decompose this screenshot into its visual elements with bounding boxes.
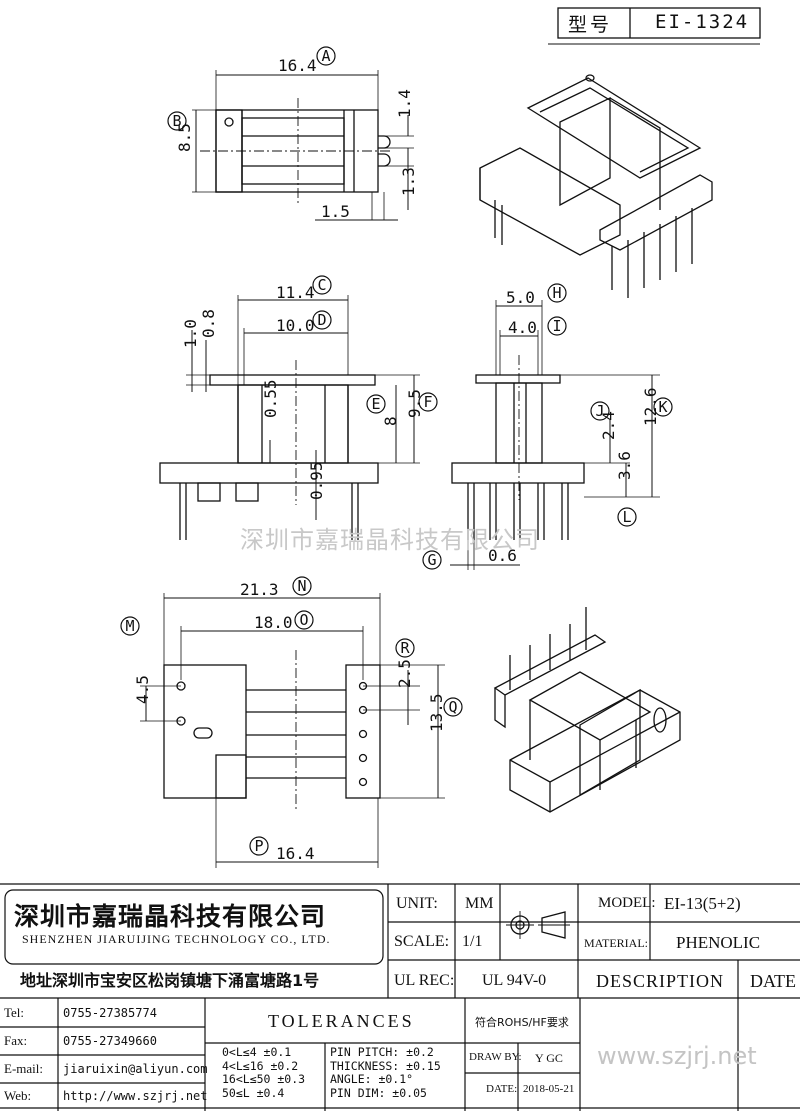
dim-side-4-0: 4.0: [508, 318, 537, 337]
dim-side-3-6: 3.6: [615, 451, 634, 480]
callout-f: F: [423, 393, 432, 411]
material-value: PHENOLIC: [676, 933, 761, 952]
tel-label: Tel:: [4, 1005, 25, 1020]
ulrec-label: UL REC:: [394, 972, 455, 989]
dim-bottom-21-3: 21.3: [240, 580, 279, 599]
web-label: Web:: [4, 1088, 32, 1103]
dim-top-height: 8.5: [175, 123, 194, 152]
callout-q: Q: [448, 698, 457, 716]
date-value: 2018-05-21: [523, 1083, 575, 1095]
callout-p: P: [254, 837, 263, 855]
tolerance-pin-row: PIN DIM: ±0.05: [330, 1085, 427, 1100]
tolerance-ranges: 0<L≤4 ±0.1 4<L≤16 ±0.2 16<L≤50 ±0.3 50≤L…: [222, 1045, 306, 1100]
fax-label: Fax:: [4, 1033, 28, 1048]
top-view: [192, 70, 414, 221]
date-row-label: DATE:: [486, 1083, 518, 1095]
bottom-view: [140, 593, 445, 868]
tolerances-title: TOLERANCES: [268, 1011, 415, 1031]
company-name-cn: 深圳市嘉瑞晶科技有限公司: [14, 902, 327, 931]
company-address: 地址深圳市宝安区松岗镇塘下涌富塘路1号: [20, 971, 320, 990]
dim-top-1-4: 1.4: [395, 89, 414, 118]
tolerance-pins: PIN PITCH: ±0.2 THICKNESS: ±0.15 ANGLE: …: [330, 1045, 441, 1100]
site-url-watermark: www.szjrj.net: [597, 1042, 757, 1070]
projection-symbol-icon: [506, 911, 570, 939]
tolerance-pin-row: THICKNESS: ±0.15: [330, 1058, 441, 1073]
callout-a: A: [321, 47, 330, 65]
dim-front-1-0: 1.0: [181, 319, 200, 348]
web-value[interactable]: http://www.szjrj.net: [63, 1089, 208, 1103]
callout-h: H: [552, 284, 561, 302]
scale-value: 1/1: [462, 933, 483, 950]
dim-front-0-55: 0.55: [261, 379, 280, 418]
company-name-en: SHENZHEN JIARUIJING TECHNOLOGY CO., LTD.: [22, 932, 331, 946]
dim-bottom-4-5: 4.5: [133, 675, 152, 704]
tel-value: 0755-27385774: [63, 1006, 157, 1020]
tolerance-row: 4<L≤16 ±0.2: [222, 1058, 299, 1073]
fax-value: 0755-27349660: [63, 1034, 157, 1048]
title-block-grid: [0, 883, 800, 1111]
unit-value: MM: [465, 895, 494, 912]
front-view: [159, 295, 420, 540]
callout-g: G: [427, 551, 436, 569]
tolerance-row: 50≤L ±0.4: [222, 1085, 285, 1100]
scale-label: SCALE:: [394, 933, 450, 950]
dim-top-1-3: 1.3: [399, 167, 418, 196]
callout-l: L: [622, 508, 631, 526]
iso-view-bottom: [493, 607, 681, 813]
callout-m: M: [125, 617, 134, 635]
dim-front-0-8: 0.8: [199, 309, 218, 338]
dim-front-10-0: 10.0: [276, 316, 315, 335]
callout-i: I: [552, 317, 561, 335]
dim-side-2-4: 2.4: [599, 411, 618, 440]
dim-bottom-18-0: 18.0: [254, 613, 293, 632]
model-header-box: [548, 7, 761, 45]
side-view: [450, 300, 660, 570]
dim-top-width: 16.4: [278, 56, 317, 75]
callout-e: E: [371, 395, 380, 413]
tolerance-row: 16<L≤50 ±0.3: [222, 1072, 306, 1086]
rohs-note: 符合ROHS/HF要求: [475, 1016, 569, 1029]
dim-side-5-0: 5.0: [506, 288, 535, 307]
callout-d: D: [317, 311, 326, 329]
watermark: 深圳市嘉瑞晶科技有限公司: [240, 526, 540, 554]
description-label: DESCRIPTION: [596, 971, 725, 991]
dim-side-12-6: 12.6: [641, 387, 660, 426]
date-header-label: DATE: [750, 971, 796, 991]
unit-label: UNIT:: [396, 895, 438, 912]
type-label: 型号: [568, 14, 613, 36]
email-value[interactable]: jiaruixin@aliyun.com: [63, 1062, 208, 1076]
type-value: EI-1324: [655, 11, 750, 33]
dim-side-0-6: 0.6: [488, 546, 517, 565]
model-value: EI-13(5+2): [664, 894, 741, 913]
dim-top-1-5: 1.5: [321, 202, 350, 221]
model-label: MODEL:: [598, 895, 656, 911]
ulrec-value: UL 94V-0: [482, 972, 547, 989]
tolerance-row: 0<L≤4 ±0.1: [222, 1045, 292, 1059]
callout-k: K: [658, 398, 667, 416]
dim-bottom-2-5: 2.5: [395, 659, 414, 688]
tolerance-pin-row: PIN PITCH: ±0.2: [330, 1045, 434, 1059]
callout-j: J: [595, 402, 604, 420]
material-label: MATERIAL:: [584, 936, 648, 950]
dim-front-8: 8: [381, 416, 400, 426]
tolerance-pin-row: ANGLE: ±0.1°: [330, 1072, 414, 1086]
callout-r: R: [400, 639, 410, 657]
dim-bottom-16-4: 16.4: [276, 844, 315, 863]
dim-bottom-13-5: 13.5: [427, 693, 446, 732]
dim-front-9-5: 9.5: [405, 389, 424, 418]
callout-o: O: [299, 611, 308, 629]
callout-c: C: [317, 276, 326, 294]
callout-b: B: [172, 112, 181, 130]
email-label: E-mail:: [4, 1061, 43, 1076]
iso-view-top: [479, 74, 713, 298]
dim-front-0-95: 0.95: [307, 461, 326, 500]
drawby-label: DRAW BY:: [469, 1051, 522, 1063]
drawby-value: Y GC: [535, 1051, 563, 1065]
callout-n: N: [297, 577, 306, 595]
dim-front-11-4: 11.4: [276, 283, 315, 302]
